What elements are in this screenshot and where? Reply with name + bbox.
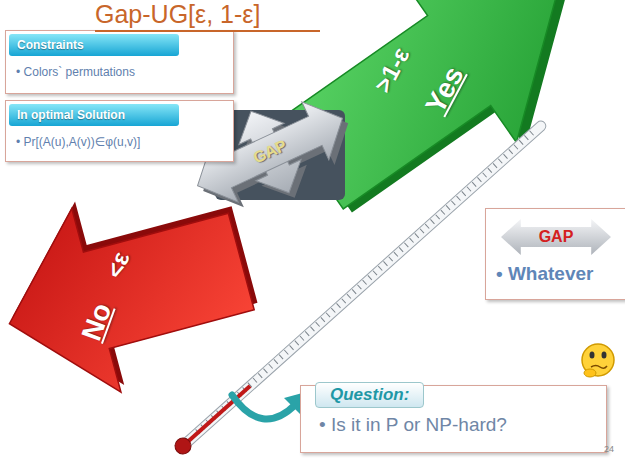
arrow-value: <ε (100, 248, 135, 281)
question-header: Question: (315, 382, 424, 408)
arrow-answer: No (76, 299, 119, 345)
thinking-smiley (582, 344, 614, 377)
yes-arrow: >1-εYes (340, 20, 490, 130)
slide-title: Gap-UG[ε, 1-ε] (95, 0, 320, 32)
question-panel: Question:• Is it in P or NP-hard? (300, 385, 607, 453)
bullet-text: • Colors` permutations (6, 59, 233, 85)
no-arrow: <εNo (60, 235, 150, 355)
panel-header: In optimal Solution (9, 104, 179, 126)
arrow-answer: Yes (420, 61, 471, 119)
arrow-value: >1-ε (369, 43, 416, 97)
bullet-text: • Pr[(A(u),A(v))∈φ(u,v)] (6, 129, 233, 155)
page-number: 24 (604, 444, 614, 454)
curved-arrow (232, 392, 306, 419)
solution-panel: In optimal Solution • Pr[(A(u),A(v))∈φ(u,… (5, 100, 234, 162)
gap-text: GAP (250, 137, 289, 168)
gap-cross-label: GAP (228, 130, 312, 175)
question-text: • Is it in P or NP-hard? (301, 408, 606, 442)
red-arrow (0, 163, 271, 416)
bullet-text: • Whatever (486, 255, 625, 293)
gap-panel: GAP• Whatever (485, 208, 625, 300)
gap-header: GAP (501, 219, 611, 255)
constraint-panel: Constraints • Colors` permutations (5, 30, 234, 94)
panel-header: Constraints (9, 34, 179, 56)
